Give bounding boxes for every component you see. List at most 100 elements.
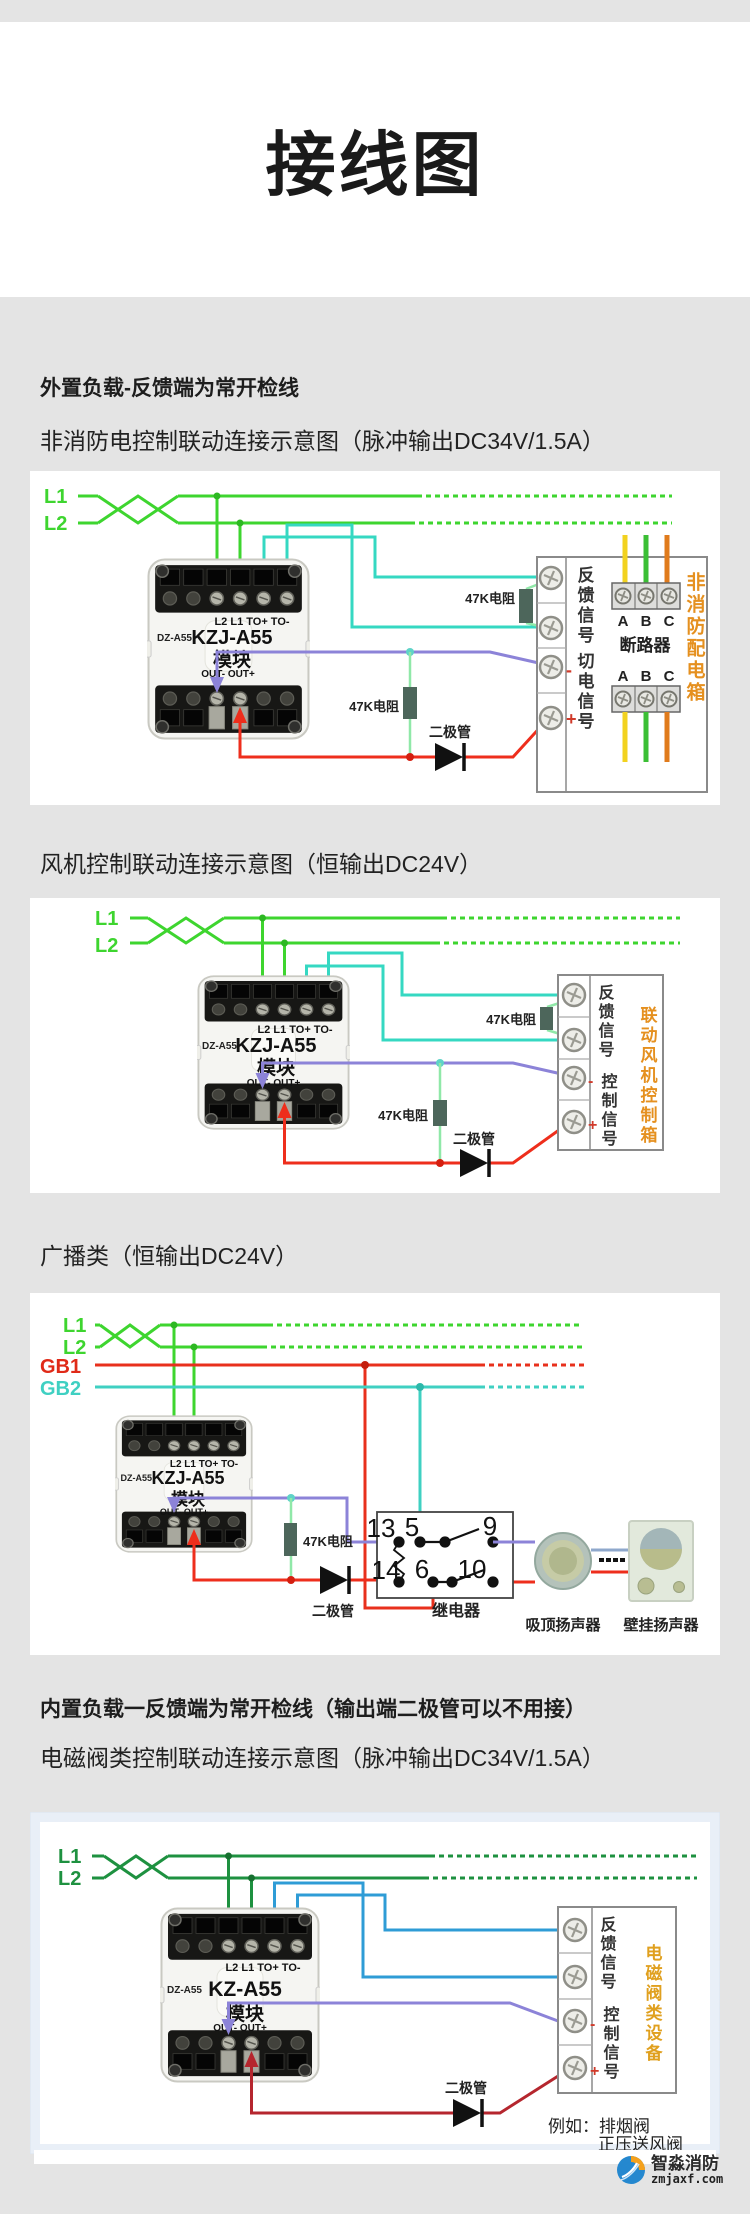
l2-label: L2: [95, 935, 118, 957]
section-4-heading: 内置负载一反馈端为常开检线（输出端二极管可以不用接）: [40, 1698, 586, 1721]
module-out-labels: OUT- OUT+: [213, 2023, 267, 2034]
plus-sign: +: [566, 709, 577, 729]
feedback-signal-label: 反馈信号: [598, 1916, 617, 1992]
diagram-solenoid-valve: L1 L2 L2 L1 TO+ TO- DZ-A55 KZ-A55 模块 OUT…: [30, 1812, 720, 2154]
resistor-label: 47K电阻: [378, 1108, 428, 1123]
resistor-label: 47K电阻: [486, 1012, 536, 1027]
terminal-screw: [561, 982, 587, 1008]
relay-label: 继电器: [432, 1601, 481, 1620]
ceiling-speaker: [534, 1532, 592, 1590]
diagram-nonfire-power: L1 L2 L2 L1 TO+ TO- DZ-A55 KZJ-A55 模块 OU…: [30, 471, 720, 805]
junction-dot: [236, 519, 244, 527]
feedback-signal-label: 反馈信号: [596, 984, 615, 1060]
junction-dot: [281, 939, 288, 947]
phase-c-label: C: [664, 613, 675, 630]
control-neg-wire: [261, 1061, 567, 1077]
module-dz-label: DZ-A55: [157, 633, 192, 644]
diode-label: 二极管: [429, 724, 471, 740]
box-title: 非消防配电箱: [684, 572, 706, 704]
section-4-subheading: 电磁阀类控制联动连接示意图（脉冲输出DC34V/1.5A）: [40, 1745, 605, 1771]
module-dz-label: DZ-A55: [202, 1041, 237, 1052]
module-sub-label: 模块: [213, 648, 252, 671]
relay-pin-10: 10: [458, 1554, 487, 1584]
terminal-screw: [562, 1964, 588, 1990]
footer-logo: 智淼消防 zmjaxf.com: [616, 2155, 723, 2185]
terminal-screw: [561, 1027, 587, 1053]
wall-speaker-label: 壁挂扬声器: [623, 1616, 699, 1634]
bottom-white-strip: [34, 2150, 716, 2164]
module-out-labels: OUT- OUT+: [160, 1507, 208, 1517]
feedback-wires: [273, 1881, 564, 1979]
l1-label: L1: [95, 908, 118, 930]
brand-name: 智淼消防: [651, 2154, 719, 2173]
relay-pin-9: 9: [483, 1511, 497, 1541]
relay: 13 5 9 14 6 10 继电器: [367, 1511, 535, 1620]
module-sub-label: 模块: [226, 2002, 265, 2025]
terminal-screw: [538, 565, 564, 591]
phase-c-label: C: [664, 668, 675, 685]
feedback-wires: [305, 951, 563, 1042]
control-signal-label: 控制信号: [599, 1072, 618, 1149]
control-neg-wire: [227, 2001, 567, 2026]
junction-dot: [190, 1343, 198, 1351]
module-terminals-label: L2 L1 TO+ TO-: [170, 1459, 238, 1470]
module-terminals-label: L2 L1 TO+ TO-: [225, 1962, 300, 1974]
example-line-2: 正压送风阀: [598, 2135, 683, 2154]
header: 接线图: [0, 22, 750, 297]
cutoff-signal-label: 切电信号: [575, 652, 595, 732]
l1-label: L1: [44, 486, 67, 508]
gb2-label: GB2: [40, 1378, 81, 1400]
control-pos-wire: [238, 720, 547, 759]
module-out-labels: OUT- OUT+: [247, 1078, 301, 1089]
terminal-screw: [538, 705, 564, 731]
module: L2 L1 TO+ TO- DZ-A55 KZ-A55 模块 OUT- OUT+: [160, 1907, 320, 2083]
control-neg-wire: [215, 650, 544, 680]
section-1-heading: 外置负载-反馈端为常开检线: [40, 377, 299, 400]
plus-sign: +: [590, 2063, 599, 2080]
module-dz-label: DZ-A55: [167, 1985, 202, 1996]
resistor-label: 47K电阻: [465, 591, 515, 606]
l1-label: L1: [58, 1846, 81, 1868]
module-name: KZ-A55: [208, 1978, 282, 2001]
eol-resistor-2: 47K电阻: [378, 1063, 447, 1163]
breaker-phase-wires-bottom: [622, 712, 670, 762]
breaker-label: 断路器: [620, 635, 672, 655]
minus-sign: -: [588, 1073, 593, 1090]
junction-dot: [248, 1874, 255, 1882]
eol-resistor: 47K电阻: [284, 1498, 353, 1580]
brand-domain: zmjaxf.com: [651, 2171, 724, 2186]
feedback-signal-label: 反馈信号: [575, 566, 595, 646]
plus-sign: +: [588, 1117, 597, 1134]
diode-label: 二极管: [453, 1131, 495, 1147]
phase-b-label: B: [641, 668, 652, 685]
ceiling-speaker-label: 吸顶扬声器: [525, 1616, 601, 1634]
relay-pin-5: 5: [405, 1512, 419, 1542]
diode: 二极管: [453, 1131, 495, 1177]
phase-a-label: A: [618, 668, 629, 685]
terminal-screw: [562, 1917, 588, 1943]
feedback-wires: [262, 523, 540, 629]
l2-label: L2: [63, 1337, 86, 1359]
gb1-label: GB1: [40, 1356, 81, 1378]
terminal-screw: [538, 615, 564, 641]
module-name: KZJ-A55: [235, 1035, 316, 1057]
example-line-1: 例如：排烟阀: [548, 2117, 650, 2136]
distribution-box: 反馈信号 切电信号 - + A B C 断路器 A B C: [536, 535, 708, 793]
module-name: KZJ-A55: [191, 627, 272, 649]
module-terminals-label: L2 L1 TO+ TO-: [257, 1024, 332, 1036]
speaker-link-wires: [591, 1548, 629, 1574]
minus-sign: -: [566, 660, 572, 680]
junction-dot: [213, 492, 221, 500]
junction-dot: [436, 1159, 444, 1167]
phase-a-label: A: [618, 613, 629, 630]
diode: 二极管: [429, 724, 471, 771]
loop-lines: [78, 494, 672, 578]
module-name: KZJ-A55: [151, 1468, 224, 1488]
junction-dot: [361, 1361, 369, 1369]
resistor-label: 47K电阻: [303, 1534, 353, 1549]
diagram-broadcast: L1 L2 GB1 GB2 L2 L1 TO+ TO- DZ-A55 KZJ-A…: [30, 1293, 720, 1655]
junction-dot: [416, 1383, 424, 1391]
terminal-screw: [561, 1065, 587, 1091]
relay-pin-13: 13: [367, 1513, 396, 1543]
junction-dot: [225, 1852, 232, 1860]
